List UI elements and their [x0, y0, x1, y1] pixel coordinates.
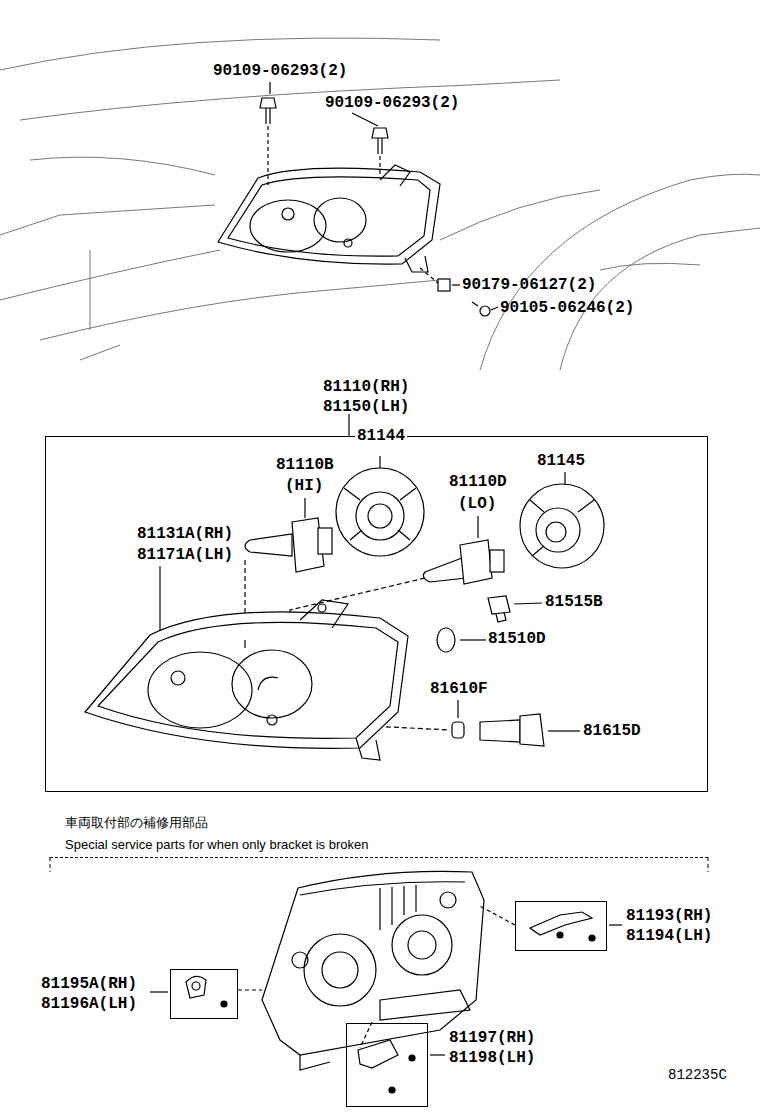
- callout-number: (HI): [285, 476, 323, 496]
- callout-number: 90109-06293(2): [213, 61, 347, 81]
- bracket-box: 81197(RH) 81198(LH): [346, 1023, 428, 1107]
- callout-number: 90105-06246(2): [500, 298, 634, 318]
- callout-number: 81110B: [276, 455, 334, 475]
- part-label: 81193(RH) 81194(LH): [626, 906, 726, 946]
- callout-number: 81144: [355, 426, 407, 446]
- callout-number: (LO): [458, 494, 496, 514]
- callout-number: 81515B: [545, 592, 603, 612]
- callout-number: 81131A(RH): [137, 524, 233, 544]
- service-parts-region: 車両取付部の補修用部品Special service parts for whe…: [50, 857, 708, 1107]
- part-label: 81110(RH) 81150(LH): [323, 377, 423, 417]
- part-label: 車両取付部の補修用部品: [65, 815, 208, 831]
- callout-number: 81110D: [449, 472, 507, 492]
- callout-number: 81615D: [583, 721, 641, 741]
- callout-number: 81171A(LH): [137, 545, 233, 565]
- callout-number: 812235C: [668, 1065, 727, 1085]
- bracket-box: 81193(RH) 81194(LH): [515, 901, 607, 951]
- callout-number: 90109-06293(2): [325, 93, 459, 113]
- callout-number: 81145: [537, 451, 585, 471]
- bracket-box: 81195A(RH) 81196A(LH): [170, 969, 238, 1019]
- callout-number: 81610F: [430, 679, 488, 699]
- part-label: Special service parts for when only brac…: [65, 837, 368, 853]
- part-label: 81197(RH) 81198(LH): [449, 1028, 549, 1068]
- callout-number: 81510D: [488, 629, 546, 649]
- callout-number: 90179-06127(2): [462, 275, 596, 295]
- part-label: 81195A(RH) 81196A(LH): [41, 974, 149, 1014]
